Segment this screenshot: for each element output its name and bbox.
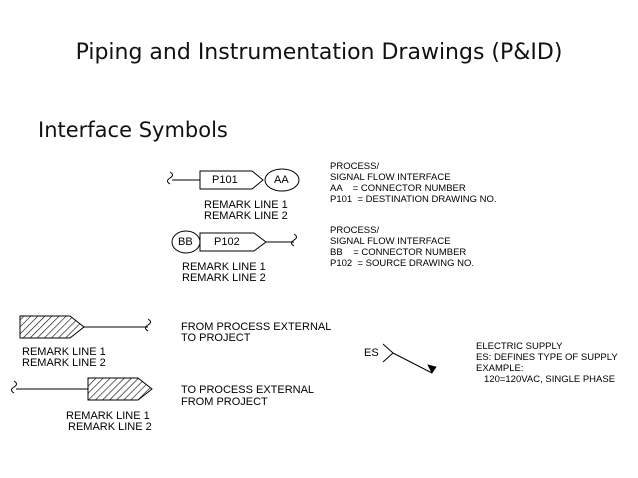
symbol2-connector-number: BB xyxy=(178,236,193,248)
symbol3-desc-2: TO PROJECT xyxy=(181,332,251,344)
symbol2-remark-line-1: REMARK LINE 1 xyxy=(182,261,266,273)
symbol1-desc-3: AA = CONNECTOR NUMBER xyxy=(330,183,466,194)
symbol4-remark-line-2: REMARK LINE 2 xyxy=(68,421,152,433)
symbol2-desc-3: BB = CONNECTOR NUMBER xyxy=(330,247,467,258)
symbol1-connector-number: AA xyxy=(274,174,289,186)
symbol1-desc-2: SIGNAL FLOW INTERFACE xyxy=(330,172,451,183)
symbol4-remark-line-1: REMARK LINE 1 xyxy=(66,410,150,422)
symbol1-line-break xyxy=(167,171,173,185)
symbol3-line-break xyxy=(145,318,151,332)
electric-supply-label: ES xyxy=(364,347,379,359)
symbol2-remark-line-2: REMARK LINE 2 xyxy=(182,272,266,284)
slide-subtitle: Interface Symbols xyxy=(38,118,228,142)
symbol3-hatched-arrow xyxy=(19,315,85,339)
symbol1-remark-line-2: REMARK LINE 2 xyxy=(204,210,288,222)
symbol2-arrow xyxy=(199,232,267,252)
electric-line xyxy=(392,352,433,374)
electric-desc-3: EXAMPLE: xyxy=(476,363,524,374)
symbol3-remark-line-1: REMARK LINE 1 xyxy=(22,346,106,358)
symbol2-desc-4: P102 = SOURCE DRAWING NO. xyxy=(330,258,475,269)
symbol3-remark-line-2: REMARK LINE 2 xyxy=(22,357,106,369)
electric-arrowhead xyxy=(427,364,437,374)
symbol1-desc-1: PROCESS/ xyxy=(330,161,380,172)
symbol4-desc-1: TO PROCESS EXTERNAL xyxy=(181,384,315,396)
symbol3-desc-1: FROM PROCESS EXTERNAL xyxy=(181,321,332,333)
symbol4-hatched-arrow xyxy=(87,377,153,401)
symbol1-desc-4: P101 = DESTINATION DRAWING NO. xyxy=(330,194,497,205)
symbol2-desc-1: PROCESS/ xyxy=(330,225,380,236)
symbol1-connector-circle xyxy=(264,168,300,192)
electric-desc-2: ES: DEFINES TYPE OF SUPPLY xyxy=(476,352,618,363)
symbol4-line-break xyxy=(11,380,17,394)
symbol2-interface xyxy=(171,230,297,254)
symbol1-drawing-number: P101 xyxy=(212,174,238,186)
symbol1-interface xyxy=(167,168,300,192)
electric-chevron xyxy=(382,343,394,363)
symbol4-desc-2: FROM PROJECT xyxy=(181,396,268,408)
symbol1-arrow xyxy=(199,170,264,190)
electric-desc-1: ELECTRIC SUPPLY xyxy=(476,341,563,352)
electric-desc-4: 120=120VAC, SINGLE PHASE xyxy=(484,374,616,385)
symbol2-desc-2: SIGNAL FLOW INTERFACE xyxy=(330,236,451,247)
symbol2-line-break xyxy=(291,233,297,247)
electric-supply-symbol xyxy=(382,343,437,374)
symbol3-interface xyxy=(19,315,151,339)
symbol1-remark-line-1: REMARK LINE 1 xyxy=(204,199,288,211)
symbol4-interface xyxy=(11,377,153,401)
symbol2-drawing-number: P102 xyxy=(214,236,240,248)
slide-title: Piping and Instrumentation Drawings (P&I… xyxy=(75,40,563,65)
